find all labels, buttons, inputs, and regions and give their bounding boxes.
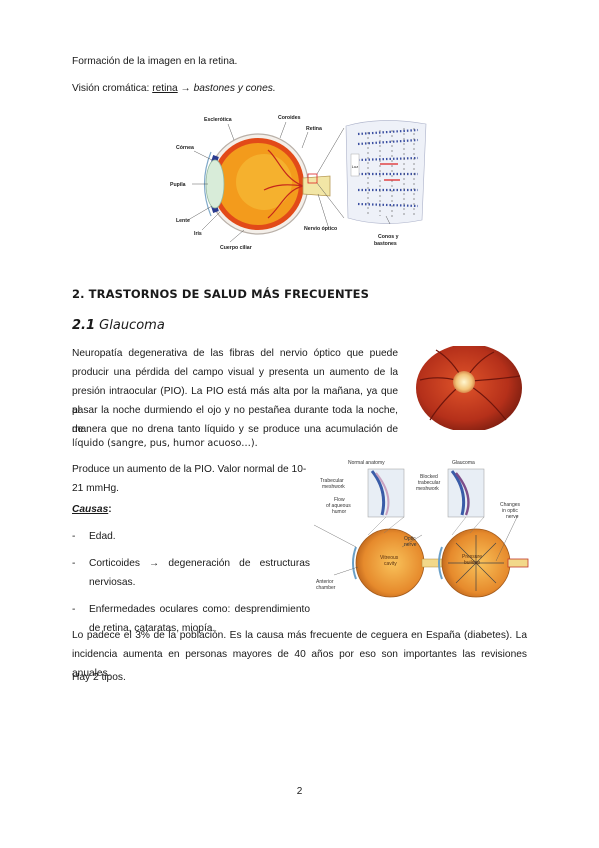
causas-list: -Edad. -Corticoides → degeneración de es… — [72, 527, 310, 638]
label-changes-2: in optic — [502, 508, 518, 514]
label-flow-3: humor — [332, 509, 347, 515]
para1-line-4: pasar la noche durmiendo el ojo y no pes… — [72, 405, 398, 435]
label-conos-1: Conos y — [378, 234, 399, 240]
intro-line-2-prefix: Visión cromática: — [72, 83, 153, 94]
label-blocked-3: meshwork — [416, 486, 439, 492]
subsection-title: 2.1 Glaucoma — [72, 318, 165, 333]
para1-line-5: manera que no drena tanto líquido y se p… — [72, 424, 398, 435]
label-optic-1: Optic — [404, 536, 416, 542]
label-trabecular-2: meshwork — [322, 484, 345, 490]
label-cornea: Córnea — [176, 145, 194, 151]
label-pressure-1: Pressure — [462, 554, 482, 560]
label-anterior-1: Anterior — [316, 579, 334, 585]
label-blocked-2: trabecular — [418, 480, 441, 486]
optic-nerve — [302, 175, 331, 197]
label-optic-2: nerve — [404, 542, 417, 548]
causas-label: Causas — [72, 504, 109, 515]
para1-line-1: Neuropatía degenerativa de las fibras de… — [72, 348, 398, 359]
label-conos-2: bastones — [374, 241, 397, 247]
label-glaucoma: Glaucoma — [452, 460, 475, 466]
label-vitreous-1: Vitreous — [380, 555, 399, 561]
label-coroides: Coroides — [278, 115, 301, 121]
arrow: → — [177, 83, 194, 94]
label-changes-1: Changes — [500, 502, 521, 508]
label-iris: Iris — [194, 231, 202, 237]
cones-rods-detail: Luz — [345, 120, 427, 224]
list-item: -Enfermedades oculares como: desprendimi… — [72, 604, 310, 634]
label-flow-2: of aqueous — [326, 503, 351, 509]
label-flow-1: Flow — [334, 497, 345, 503]
page-number: 2 — [296, 786, 303, 797]
label-blocked-1: Blocked — [420, 474, 438, 480]
label-nervio-optico: Nervio óptico — [304, 226, 337, 232]
intro-line-1: Formación de la imagen en la retina. — [72, 56, 238, 67]
subsection-name: Glaucoma — [95, 318, 165, 333]
label-anterior-2: chamber — [316, 585, 336, 591]
section-title: 2. TRASTORNOS DE SALUD MÁS FRECUENTES — [72, 287, 369, 301]
label-normal-anatomy: Normal anatomy — [348, 460, 385, 466]
eye-anatomy-figure: Luz Esclerótica Coroides Retina Córnea P… — [170, 115, 427, 251]
luz-label: Luz — [352, 164, 358, 169]
para1-line-2: producir una pérdida del campo visual y … — [72, 367, 398, 378]
label-esclerotica: Esclerótica — [204, 117, 232, 123]
label-lente: Lente — [176, 218, 190, 224]
label-pupila: Pupila — [170, 182, 186, 188]
fundus-image — [416, 346, 522, 430]
label-cuerpo-ciliar: Cuerpo ciliar — [220, 245, 252, 251]
label-retina: Retina — [306, 126, 322, 132]
subsection-number: 2.1 — [72, 318, 96, 333]
label-pressure-2: buildup — [464, 560, 480, 566]
causas-heading: Causas: — [72, 500, 112, 519]
normal-detail-panel — [367, 468, 405, 518]
label-vitreous-2: cavity — [384, 561, 397, 567]
intro-line-2: Visión cromática: retina → bastones y co… — [72, 79, 276, 98]
intro-line-2-italic: bastones y cones. — [193, 83, 276, 94]
label-changes-3: nerve — [506, 514, 519, 520]
retina-link[interactable]: retina — [152, 83, 178, 94]
list-item: -Edad. — [72, 531, 116, 542]
glaucoma-comparison-figure: Normal anatomy Glaucoma Trabecular meshw… — [313, 460, 529, 598]
glaucoma-paragraph-2: Produce un aumento de la PIO. Valor norm… — [72, 464, 307, 494]
optic-disc — [453, 371, 475, 393]
label-trabecular-1: Trabecular — [320, 478, 344, 484]
glaucoma-paragraph-4: Hay 2 tipos. — [72, 672, 126, 683]
list-item: -Corticoides → degeneración de estructur… — [72, 558, 310, 588]
lens — [205, 159, 225, 209]
glaucoma-paragraph-3: Lo padece el 3% de la población. Es la c… — [72, 630, 527, 679]
causas-colon: : — [108, 504, 112, 515]
para1-line-3: presión intraocular (PIO). La PIO está m… — [72, 386, 398, 416]
para1-line-6: líquido (sangre, pus, humor acuoso…). — [72, 438, 258, 449]
